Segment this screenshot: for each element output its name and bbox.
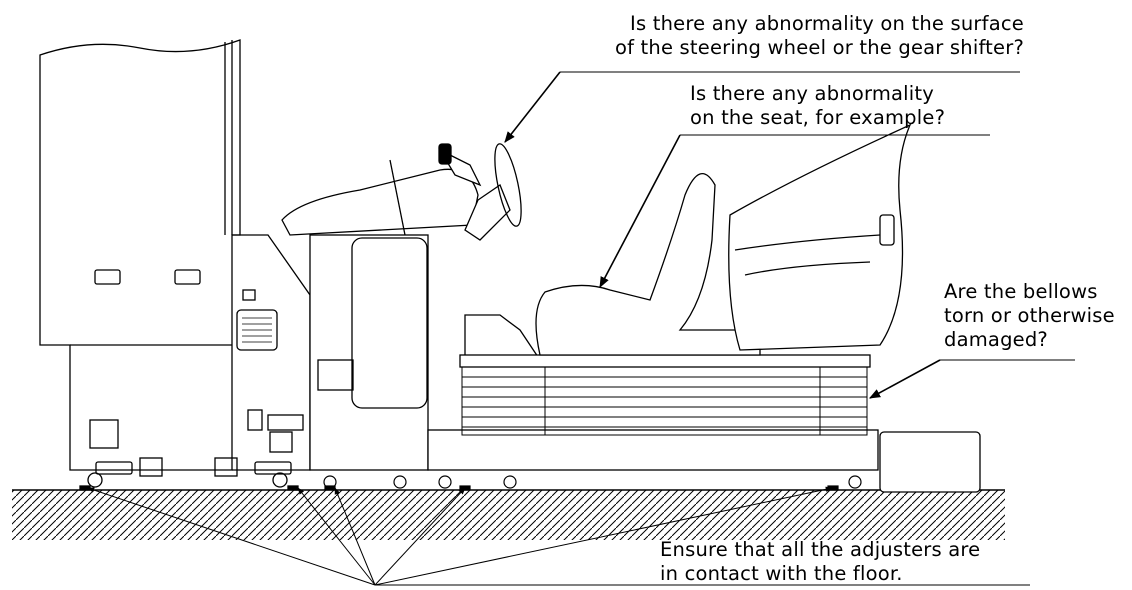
- callout-adjusters: Ensure that all the adjusters are in con…: [660, 538, 1040, 586]
- leader-lines: [87, 71, 1075, 586]
- monitor-cabinet: [39, 39, 311, 491]
- callout-bellows-line1: Are the bellows: [944, 280, 1098, 303]
- callout-steering-wheel: Is there any abnormality on the surface …: [540, 12, 1024, 60]
- callout-steering-line2: of the steering wheel or the gear shifte…: [614, 36, 1024, 59]
- bellows: [461, 366, 868, 436]
- callout-adjusters-line1: Ensure that all the adjusters are: [660, 538, 981, 561]
- callout-bellows: Are the bellows torn or otherwise damage…: [944, 280, 1124, 352]
- dashboard-unit: [281, 143, 522, 471]
- floor: [12, 489, 1005, 540]
- casters: [323, 475, 862, 491]
- callout-steering-line1: Is there any abnormality on the surface: [630, 12, 1024, 35]
- callout-bellows-line2: torn or otherwise: [944, 304, 1115, 327]
- callout-adjusters-line2: in contact with the floor.: [660, 562, 903, 585]
- callout-bellows-line3: damaged?: [944, 328, 1048, 351]
- seat: [535, 123, 912, 356]
- callout-seat-line2: on the seat, for example?: [690, 106, 946, 129]
- callout-seat: Is there any abnormality on the seat, fo…: [690, 82, 990, 130]
- callout-seat-line1: Is there any abnormality: [690, 82, 934, 105]
- seat-base: [427, 314, 981, 493]
